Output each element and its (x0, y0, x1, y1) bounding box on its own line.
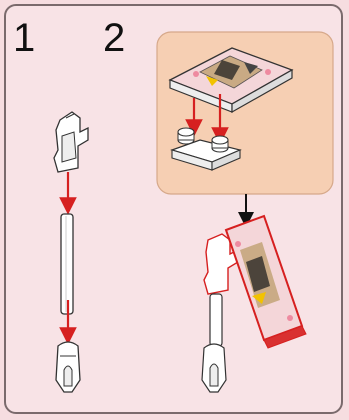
clip-piece-icon (54, 112, 88, 172)
bar-piece-icon (61, 214, 73, 314)
assembled-stand-icon (202, 216, 306, 392)
robot-arm-piece-icon (56, 342, 80, 392)
